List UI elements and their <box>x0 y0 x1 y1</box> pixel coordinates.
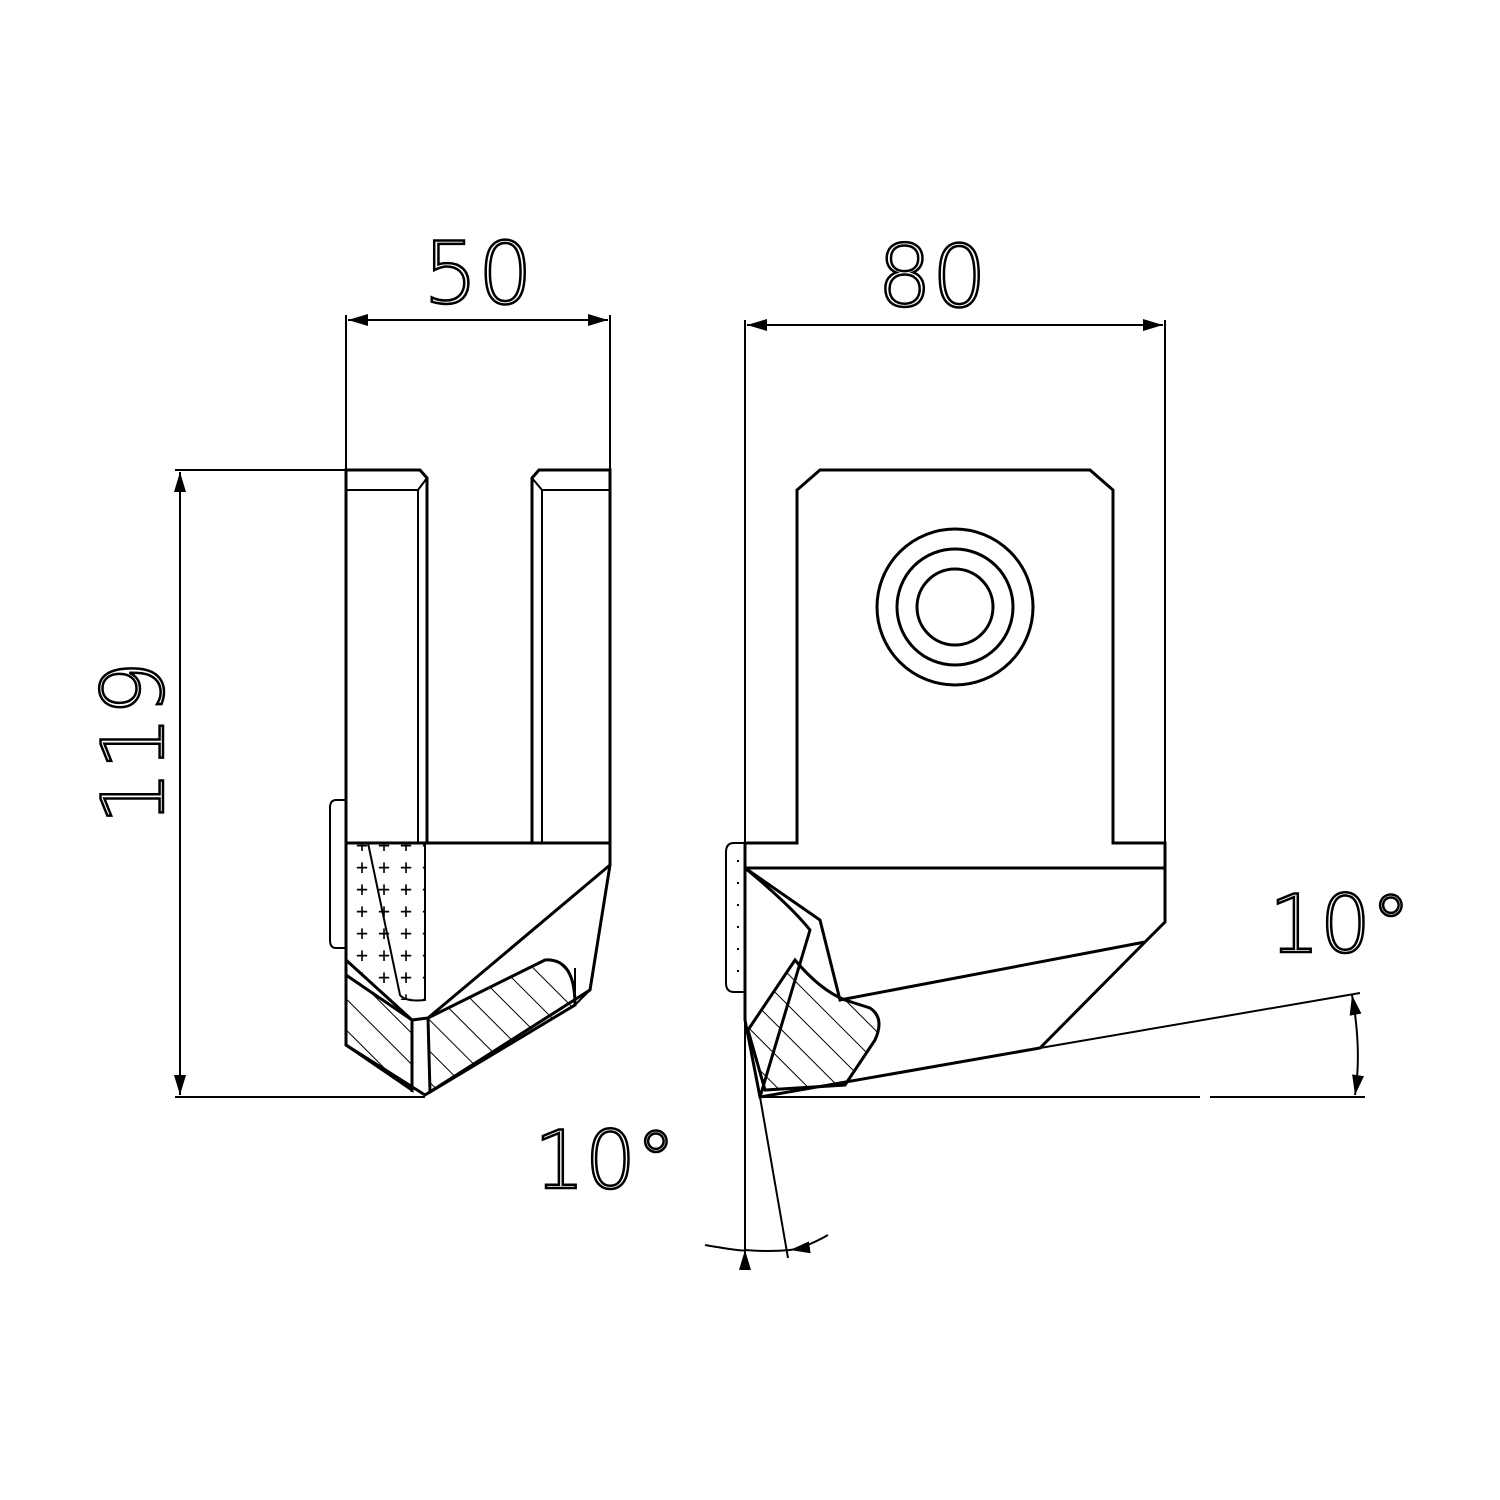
side-hatch <box>746 957 881 1092</box>
front-view <box>329 468 612 1097</box>
side-view <box>725 468 1167 1099</box>
bolt-hole-inner <box>915 567 995 647</box>
dim-angle-right: 10° <box>1269 878 1411 971</box>
front-insert-dotted-edge <box>367 842 426 1002</box>
right-prong-bevel <box>531 477 610 843</box>
front-side-pad <box>329 799 346 949</box>
bolt-hole-middle <box>895 547 1015 667</box>
side-pad <box>725 842 745 993</box>
right-prong <box>530 468 612 843</box>
side-wedge-inner <box>744 866 812 1098</box>
dim-angle-bottom: 10° <box>534 1114 676 1207</box>
left-prong <box>344 468 429 843</box>
front-hatch-right <box>426 958 577 1095</box>
front-inner-lines <box>574 968 591 1006</box>
side-wedge <box>744 866 1146 1002</box>
side-base-lines <box>743 843 1165 870</box>
left-prong-bevel <box>346 477 428 843</box>
dimension-lines <box>174 314 1365 1271</box>
dim-width-side: 80 <box>877 227 986 327</box>
front-chamfer-lines <box>344 863 611 1092</box>
dim-width-front: 50 <box>423 224 532 324</box>
bolt-hole-outer <box>875 527 1035 687</box>
dim-height: 119 <box>84 661 184 825</box>
